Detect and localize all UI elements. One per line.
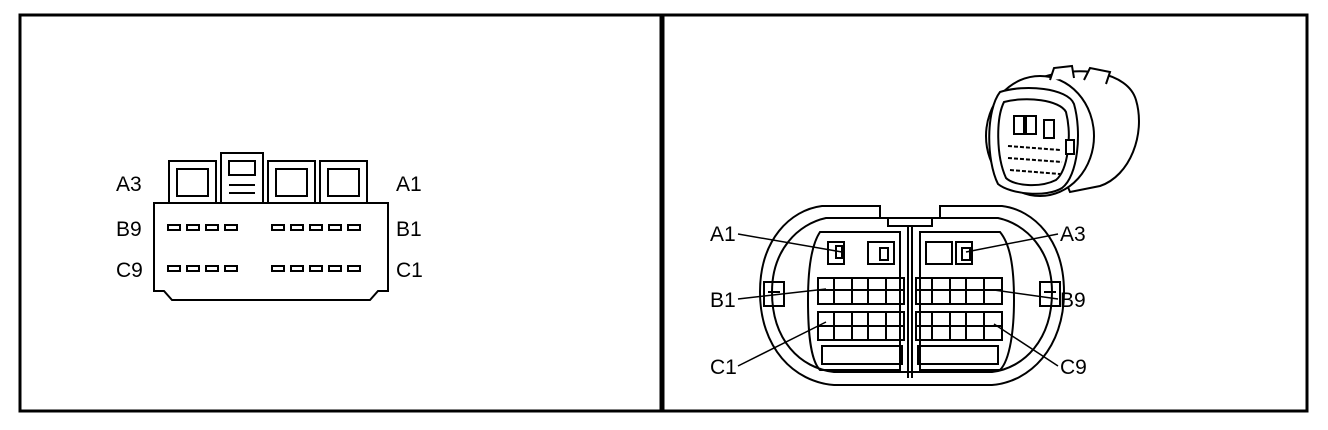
connector-isometric-view	[985, 64, 1140, 197]
callout-a3: A3	[1060, 223, 1086, 246]
leader-a1	[737, 233, 843, 253]
callout-b9: B9	[1060, 289, 1086, 312]
outer-shell	[758, 205, 1066, 386]
leader-c1	[737, 321, 827, 367]
leader-c9	[993, 323, 1059, 367]
callout-a1: A1	[710, 223, 736, 246]
terminal-block-a1	[319, 160, 368, 204]
center-latch	[220, 152, 264, 204]
leader-b9	[993, 289, 1059, 300]
label-b9: B9	[116, 218, 142, 241]
right-panel-frame	[661, 13, 1309, 413]
terminal-block-a2	[267, 160, 316, 204]
label-a1: A1	[396, 173, 422, 196]
label-c1: C1	[396, 259, 423, 282]
left-panel-frame	[18, 13, 663, 413]
leader-a3	[965, 233, 1059, 253]
callout-leaders	[737, 233, 1059, 367]
connector-end-view	[758, 205, 1066, 386]
label-c9: C9	[116, 259, 143, 282]
leader-b1	[737, 288, 827, 300]
callout-c1: C1	[710, 356, 737, 379]
label-b1: B1	[396, 218, 422, 241]
callout-c9: C9	[1060, 356, 1087, 379]
terminal-block-a3	[168, 160, 217, 204]
cavity-row-b	[167, 224, 361, 231]
label-a3: A3	[116, 173, 142, 196]
callout-b1: B1	[710, 289, 736, 312]
cavity-row-c	[167, 265, 361, 272]
left-connector-face	[153, 152, 389, 301]
connector-body-outline	[153, 202, 389, 301]
